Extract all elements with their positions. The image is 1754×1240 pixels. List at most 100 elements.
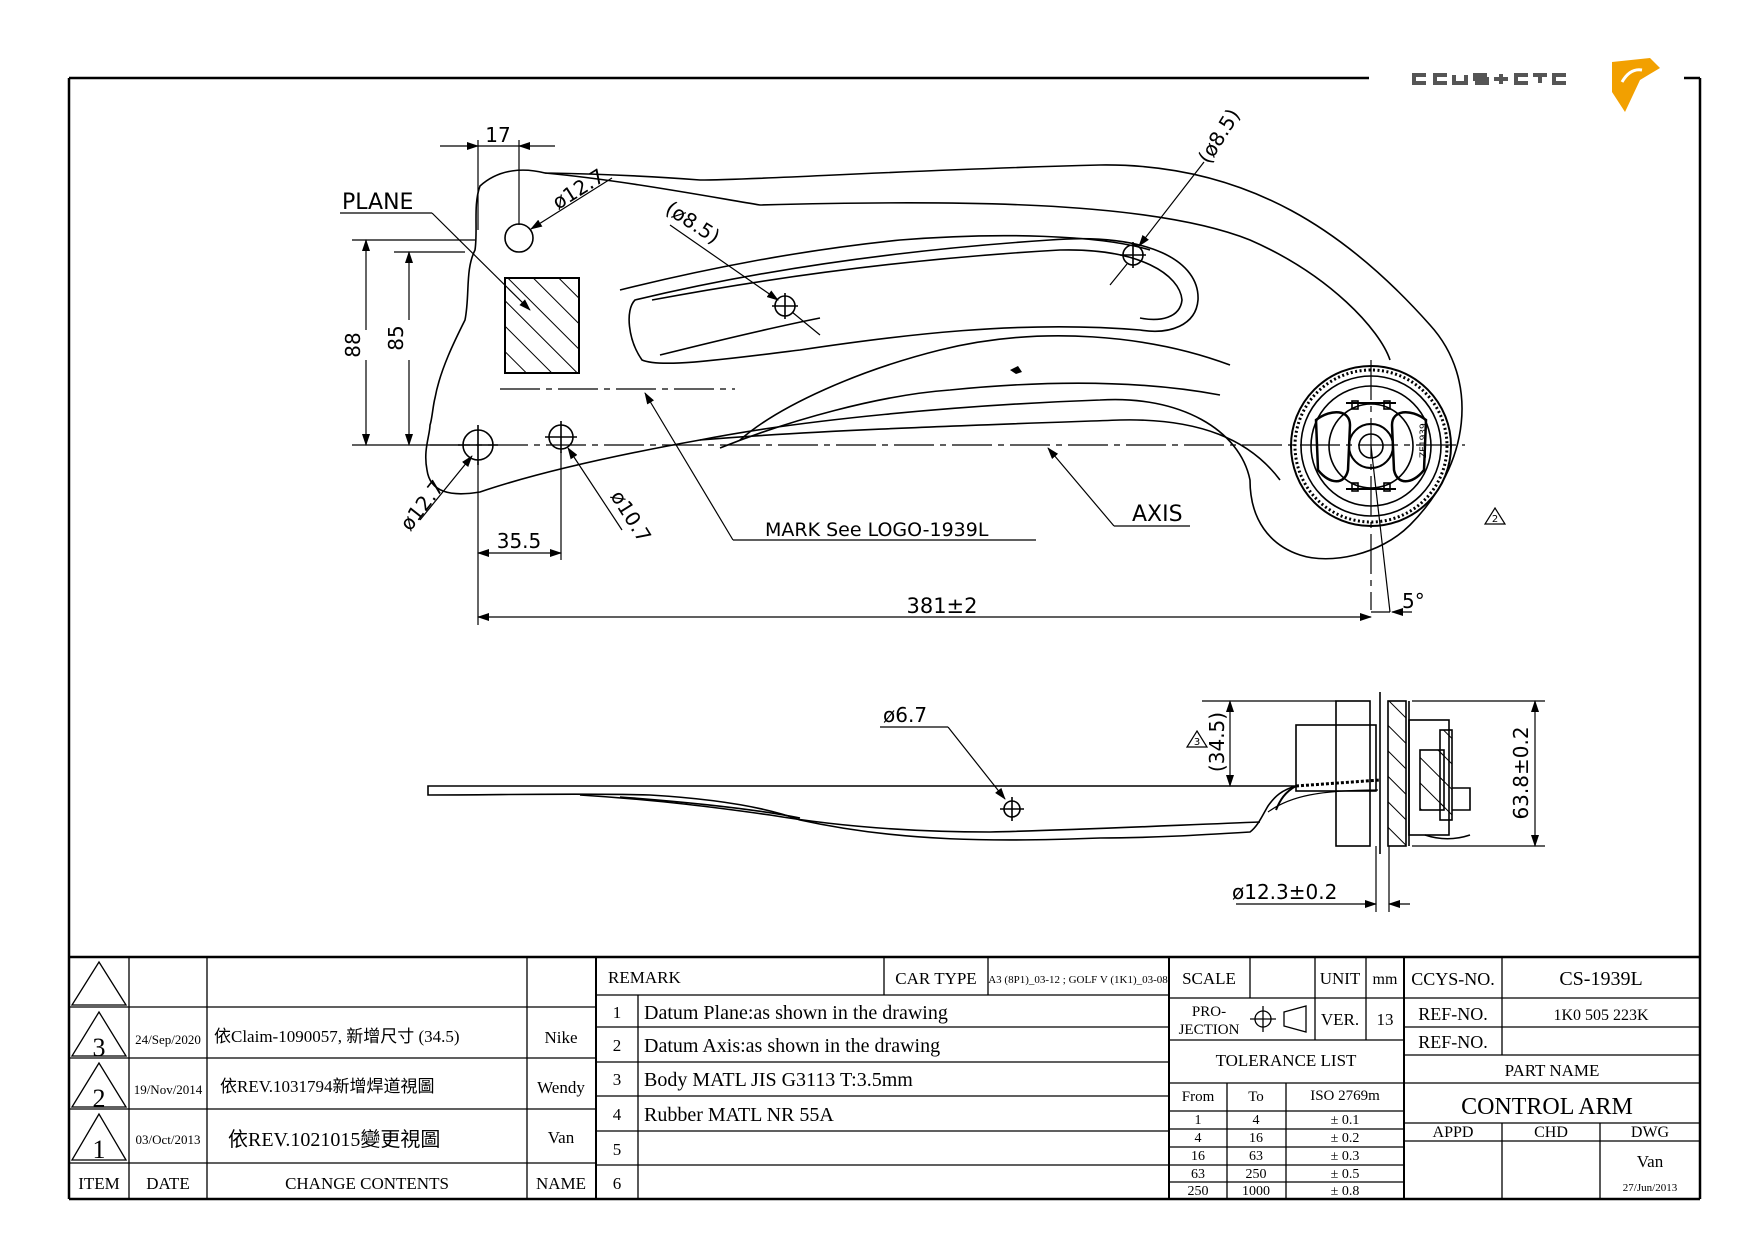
dim-17-label: 17 [485,123,510,147]
remark-no-2: 2 [613,1036,622,1055]
label-mark: MARK See LOGO-1939L [765,519,989,541]
rev-contents-2: 依REV.1031794新增焊道視圖 [220,1077,435,1096]
dim-63-8-label: 63.8±0.2 [1509,726,1533,819]
dwg-label: DWG [1631,1124,1670,1141]
ref-no-2-label: REF-NO. [1418,1032,1488,1052]
rev-contents-3: 依Claim-1090057, 新增尺寸 (34.5) [214,1027,460,1046]
label-hole-top-left: ø12.7 [548,164,609,214]
dim-85-label: 85 [384,325,408,350]
remark-table [596,957,1169,1199]
side-hole [1000,797,1024,821]
rev-contents-1: 依REV.1021015變更視圖 [228,1128,440,1151]
ccys-no-label: CCYS-NO. [1411,969,1495,989]
side-profile [427,785,1297,841]
dwg-date: 27/Jun/2013 [1623,1182,1678,1194]
tolerance-header-from: From [1182,1089,1215,1105]
tolerance-row-5-from: 250 [1188,1184,1209,1199]
side-bushing-sleeve [1387,700,1407,847]
appd-label: APPD [1433,1124,1474,1141]
rev-name-2: Wendy [537,1078,585,1097]
tolerance-row-2-to: 16 [1249,1131,1263,1146]
tolerance-header-to: To [1248,1089,1264,1105]
dim-88 [352,239,475,446]
remark-no-3: 3 [613,1070,622,1089]
rev-header-contents: CHANGE CONTENTS [285,1174,449,1193]
label-axis: AXIS [1132,502,1183,527]
arm-outline [424,164,1463,560]
rev-item-2: 2 [93,1084,106,1113]
title-table [1404,957,1700,1199]
part-name-value: CONTROL ARM [1461,1094,1633,1120]
label-hole-right: (ø8.5) [1193,104,1245,167]
hole-top-left [504,223,534,253]
side-view: ø6.7 (34.5) 3 63.8±0.2 [427,692,1545,912]
remark-no-4: 4 [613,1105,622,1124]
side-hole-label: ø6.7 [883,703,927,727]
tolerance-row-4-from: 63 [1191,1167,1205,1182]
label-plane: PLANE [342,190,413,215]
remark-no-6: 6 [613,1174,622,1193]
tolerance-row-1-iso: ± 0.1 [1331,1113,1360,1128]
logo-mark [1612,58,1660,112]
hole-bottom-right [545,421,577,453]
remark-title: REMARK [608,968,681,987]
rev-triangle-2-label: 2 [1492,514,1498,525]
rev-name-3: Nike [544,1028,577,1047]
sheet-border [67,76,1702,1201]
dim-381-label: 381±2 [906,594,977,618]
projection-label-2: JECTION [1179,1022,1240,1038]
ver-value: 13 [1377,1010,1394,1029]
dim-35-5-label: 35.5 [497,529,542,553]
unit-label: UNIT [1320,969,1361,988]
tolerance-row-5-iso: ± 0.8 [1331,1184,1360,1199]
scale-label: SCALE [1182,969,1236,988]
rev-triangle-3 [1185,729,1209,748]
bushing-marking: ZE1939 [1419,423,1429,458]
label-hole-bottom-left: ø12.7 [395,476,449,536]
datum-plane [504,277,580,374]
rev-item-3: 3 [93,1033,106,1062]
dim-88-label: 88 [341,332,365,357]
rev-header-date: DATE [146,1174,189,1193]
ref-no-1-label: REF-NO. [1418,1004,1488,1024]
projection-label-1: PRO- [1192,1004,1226,1020]
tolerance-row-2-from: 4 [1195,1131,1202,1146]
dwg-name: Van [1637,1152,1664,1171]
remark-text-3: Body MATL JIS G3113 T:3.5mm [644,1069,913,1091]
revision-table [69,957,596,1199]
dim-17 [440,140,555,230]
chd-label: CHD [1534,1124,1568,1141]
rev-triangle-2 [1483,506,1507,525]
tolerance-row-2-iso: ± 0.2 [1331,1131,1360,1146]
remark-no-5: 5 [613,1140,622,1159]
remark-text-4: Rubber MATL NR 55A [644,1104,834,1126]
hole-mid [772,293,798,319]
car-type-value: A3 (8P1)_03-12 ; GOLF V (1K1)_03-08 [988,974,1168,986]
rev-date-1: 03/Oct/2013 [136,1132,201,1147]
tolerance-title: TOLERANCE LIST [1216,1051,1357,1070]
dim-34-5-label: (34.5) [1205,712,1229,772]
rev-date-2: 19/Nov/2014 [134,1082,203,1097]
tolerance-header-iso: ISO 2769m [1310,1088,1380,1104]
specs-table [1169,957,1404,1199]
rev-date-3: 24/Sep/2020 [135,1032,201,1047]
rev-header-item: ITEM [78,1174,120,1193]
dim-12-3 [1236,846,1410,912]
company-logo [1412,58,1660,112]
unit-value: mm [1373,971,1398,988]
remark-text-1: Datum Plane:as shown in the drawing [644,1002,948,1024]
tolerance-row-4-to: 250 [1246,1167,1267,1182]
ver-label: VER. [1321,1010,1359,1029]
hole-right [1120,242,1146,268]
rev-triangle-3-label: 3 [1194,737,1200,748]
rev-item-1: 1 [93,1135,106,1164]
car-type-label: CAR TYPE [895,969,976,988]
tolerance-row-5-to: 1000 [1242,1184,1270,1199]
dim-5deg-label: 5° [1402,589,1425,613]
logo-wordmark [1412,73,1566,85]
tolerance-row-3-to: 63 [1249,1149,1263,1164]
rev-header-name: NAME [536,1174,586,1193]
center-slot [628,237,1199,365]
dim-85 [394,251,465,446]
